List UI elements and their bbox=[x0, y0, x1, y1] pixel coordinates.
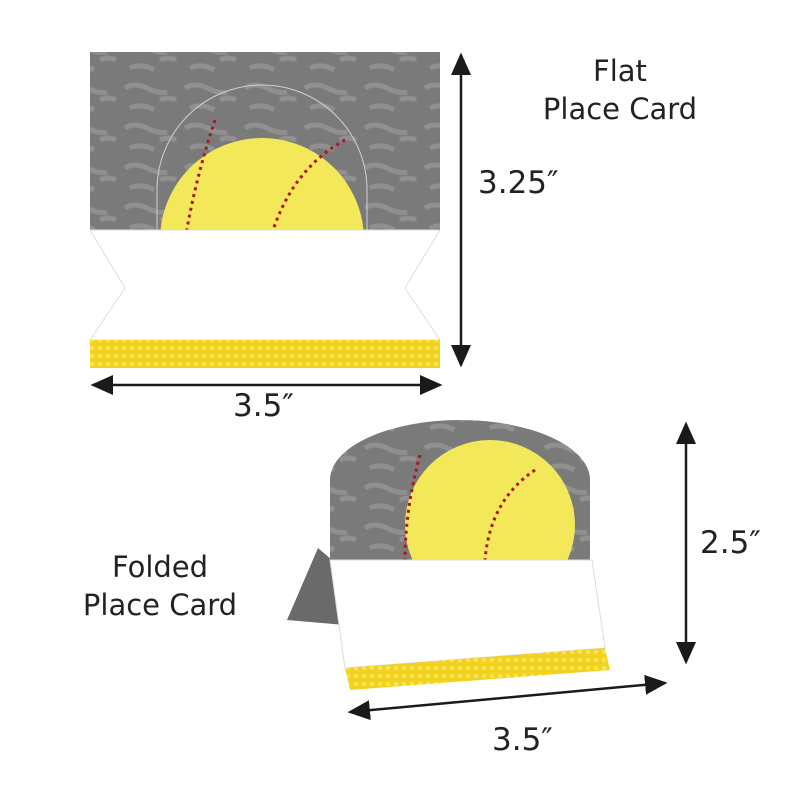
folded-title-line1: Folded bbox=[111, 550, 209, 584]
folded-width-label: 3.5″ bbox=[492, 722, 553, 758]
folded-place-card bbox=[287, 420, 610, 690]
folded-title: Folded Place Card bbox=[60, 548, 260, 624]
softball-icon bbox=[160, 119, 364, 230]
flat-title-line2: Place Card bbox=[542, 92, 698, 126]
folded-width-arrow bbox=[347, 674, 668, 721]
softball-icon bbox=[403, 440, 575, 560]
flat-title: Flat Place Card bbox=[520, 52, 720, 128]
flat-height-label: 3.25″ bbox=[478, 165, 559, 201]
flat-title-line1: Flat bbox=[593, 54, 647, 88]
folded-height-label: 2.5″ bbox=[700, 525, 761, 561]
folded-title-line2: Place Card bbox=[82, 588, 238, 622]
flat-width-label: 3.5″ bbox=[233, 388, 294, 424]
flat-place-card bbox=[89, 52, 441, 368]
